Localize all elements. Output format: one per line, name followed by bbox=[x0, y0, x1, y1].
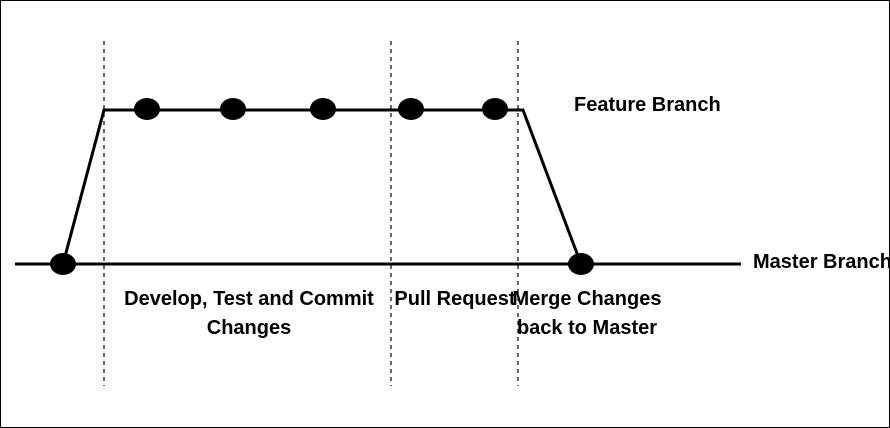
phase-merge-label-line1: Merge Changes bbox=[513, 288, 662, 310]
phase-pull-request-label: Pull Request bbox=[394, 288, 515, 310]
feature-commit bbox=[398, 98, 424, 120]
feature-branch-line bbox=[61, 108, 583, 265]
feature-commit bbox=[310, 98, 336, 120]
master-commit-merge-point bbox=[568, 253, 594, 275]
phase-merge-label-line2: back to Master bbox=[517, 317, 657, 339]
master-branch-label: Master Branch bbox=[753, 251, 889, 273]
feature-commit bbox=[220, 98, 246, 120]
feature-commit bbox=[134, 98, 160, 120]
feature-branch-label: Feature Branch bbox=[574, 94, 721, 116]
feature-commit bbox=[482, 98, 508, 120]
phase-develop-label-line1: Develop, Test and Commit bbox=[124, 288, 374, 310]
phase-develop-label-line2: Changes bbox=[207, 317, 291, 339]
master-commit-branch-point bbox=[50, 253, 76, 275]
